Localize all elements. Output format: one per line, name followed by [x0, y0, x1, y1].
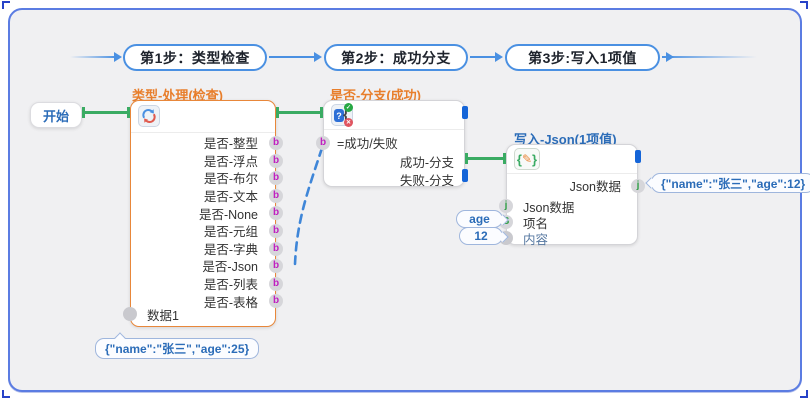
typecheck-node[interactable]: 是否-整型 b 是否-浮点 b 是否-布尔 b 是否-文本 b 是否-None … [123, 100, 283, 327]
port-label: 数据1 [147, 309, 179, 323]
typecheck-node-title: 类型-处理(检查) [132, 88, 223, 103]
port-type-badge[interactable]: b [269, 223, 283, 238]
writejson-node[interactable]: {✎} Json数据 j j Json数据 S 项名 内容 [499, 144, 645, 247]
branch-node[interactable]: ? { ✓ ✕ b =成功/失败 成功-分支 失败-分支 [316, 100, 465, 188]
port-type-badge[interactable]: b [269, 241, 283, 256]
arrow-head-icon [114, 52, 122, 62]
data1-value-bubble[interactable]: {"name":"张三","age":25} [95, 332, 260, 359]
arrow-head-icon [314, 52, 322, 62]
resize-handle-top-left[interactable] [2, 1, 10, 9]
port-type-badge[interactable]: b [269, 294, 283, 309]
port-label: Json数据 [569, 180, 621, 194]
refresh-icon [138, 105, 160, 127]
json-output-value-bubble[interactable]: {"name":"张三","age":12} [645, 173, 810, 193]
port-type-badge[interactable]: b [269, 153, 283, 168]
start-node[interactable]: 开始 [30, 102, 82, 128]
branch-node-title: 是否-分支(成功) [330, 88, 421, 103]
branch-check-icon: ? { ✓ ✕ [331, 103, 353, 127]
connection-success-to-writejson[interactable] [465, 153, 506, 164]
output-port-row[interactable]: 是否-浮点 b [131, 152, 283, 170]
port-label: Json数据 [523, 200, 575, 215]
step-pill-1[interactable]: 第1步：类型检查 [123, 44, 267, 71]
port-label: 是否-浮点 [203, 154, 258, 169]
port-label: 是否-布尔 [203, 172, 258, 187]
port-label: 是否-元组 [203, 225, 258, 240]
port-label: 是否-表格 [203, 295, 258, 310]
step-2-label: 第2步：成功分支 [341, 49, 451, 66]
output-port-row[interactable]: 是否-字典 b [131, 240, 283, 258]
json-output-value: {"name":"张三","age":12} [661, 176, 806, 191]
itemname-value: age [469, 212, 490, 226]
port-type-badge[interactable]: b [269, 171, 283, 186]
port-type-badge[interactable]: b [269, 276, 283, 291]
flow-arrow-line [70, 56, 116, 58]
port-label: 成功-分支 [399, 155, 454, 170]
output-port-row[interactable]: 是否-None b [131, 204, 283, 222]
input-port-row[interactable]: j Json数据 [499, 198, 637, 215]
port-label: 是否-字典 [203, 242, 258, 257]
port-label: 是否-Json [202, 260, 258, 275]
port-label: 是否-列表 [203, 278, 258, 293]
step-pill-3[interactable]: 第3步:写入1项值 [505, 44, 660, 71]
data1-value: {"name":"张三","age":25} [105, 342, 250, 356]
port-type-badge[interactable]: b [269, 136, 283, 150]
step-1-label: 第1步：类型检查 [140, 49, 250, 66]
connection-typecheck-to-branch[interactable] [276, 107, 323, 118]
content-value-bubble[interactable]: 12 [459, 227, 509, 245]
port-type-badge[interactable]: b [316, 136, 330, 150]
input-port-row[interactable]: 数据1 [123, 306, 275, 323]
writejson-node-title: 写入-Json(1项值) [514, 132, 617, 147]
writejson-flow-out-port[interactable] [635, 150, 641, 163]
branch-fail-port[interactable] [462, 169, 468, 182]
start-node-label: 开始 [42, 108, 69, 124]
output-port-row[interactable]: 是否-文本 b [131, 187, 283, 205]
itemname-value-bubble[interactable]: age [456, 210, 509, 228]
port-label: 项名 [523, 216, 549, 231]
port-type-badge[interactable]: b [269, 188, 283, 203]
port-label: 是否-文本 [203, 190, 258, 205]
port-label: 是否-None [198, 207, 258, 222]
output-port-row[interactable]: 是否-布尔 b [131, 169, 283, 187]
port-label: 是否-整型 [203, 137, 258, 152]
input-port-row[interactable]: b =成功/失败 [316, 133, 464, 152]
resize-handle-top-right[interactable] [800, 1, 808, 9]
output-port-row[interactable]: 失败-分支 [324, 170, 464, 188]
output-port-row[interactable]: 是否-整型 b [131, 134, 283, 152]
output-port-row[interactable]: 是否-表格 b [131, 292, 283, 310]
port-label: 失败-分支 [399, 173, 454, 188]
flow-arrow-line [470, 56, 496, 58]
port-type-badge[interactable]: j [631, 179, 645, 193]
output-port-row[interactable]: 是否-列表 b [131, 275, 283, 293]
output-port-row[interactable]: 是否-元组 b [131, 222, 283, 240]
input-port-row[interactable]: 内容 [499, 230, 637, 247]
output-port-row[interactable]: 是否-Json b [131, 257, 283, 275]
resize-handle-bottom-right[interactable] [800, 390, 808, 398]
output-port-row[interactable]: Json数据 j [507, 176, 645, 195]
step-3-label: 第3步:写入1项值 [528, 49, 637, 66]
port-type-badge[interactable]: b [269, 259, 283, 274]
branch-flow-out-port[interactable] [462, 106, 468, 119]
data1-port[interactable] [123, 307, 137, 321]
port-type-badge[interactable]: j [499, 199, 513, 213]
flow-arrow-line [269, 56, 315, 58]
step-pill-2[interactable]: 第2步：成功分支 [324, 44, 468, 71]
resize-handle-bottom-left[interactable] [2, 390, 10, 398]
port-label: 内容 [523, 232, 549, 247]
port-type-badge[interactable]: b [269, 206, 283, 221]
content-value: 12 [474, 229, 488, 243]
connection-start-to-typecheck[interactable] [82, 107, 130, 118]
flow-arrow-line [662, 56, 757, 58]
arrow-head-icon [495, 52, 503, 62]
port-label: =成功/失败 [337, 137, 398, 151]
arrow-head-icon [666, 52, 674, 62]
edit-json-icon: {✎} [514, 148, 540, 170]
output-port-row[interactable]: 成功-分支 [324, 152, 464, 170]
